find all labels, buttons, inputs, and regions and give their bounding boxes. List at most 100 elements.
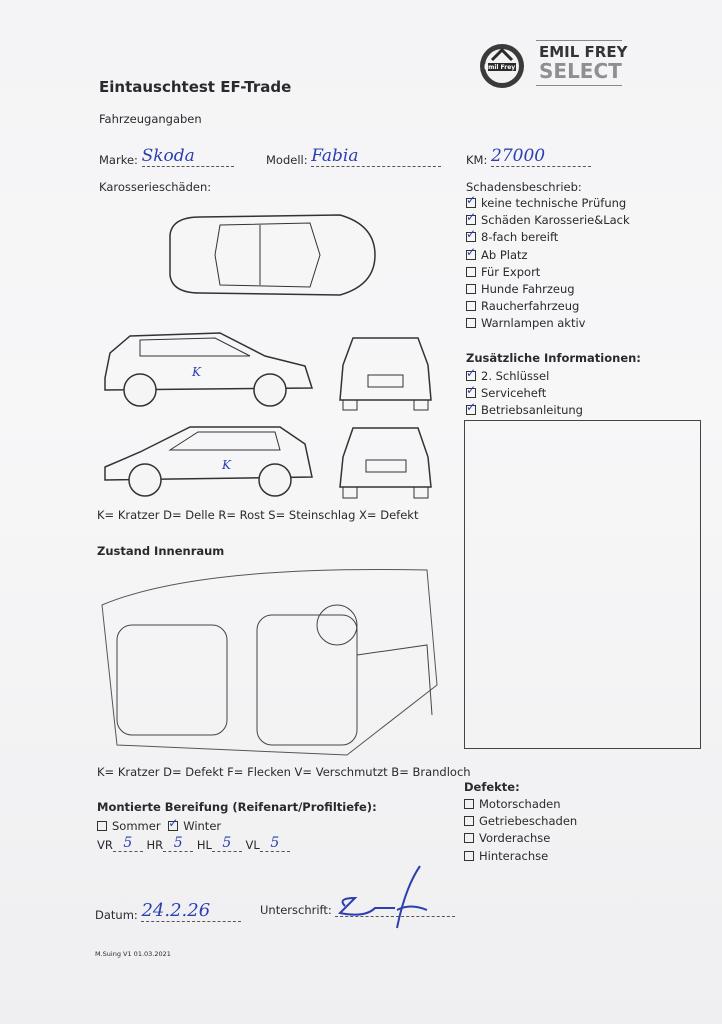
signature-label: Unterschrift: [260, 903, 332, 917]
checkbox-icon[interactable] [466, 301, 476, 312]
tire-label-vr: VR [97, 838, 113, 852]
tire-label-hr: HR [146, 838, 164, 852]
checkbox-label: Warnlampen aktiv [481, 316, 586, 331]
checkbox-icon[interactable] [464, 816, 474, 827]
checkbox-label: 8-fach bereift [481, 230, 559, 245]
checkbox-getriebeschaden[interactable]: Getriebeschaden [464, 814, 577, 831]
checkbox-serviceheft[interactable]: Serviceheft [466, 383, 583, 403]
checkbox-icon[interactable] [466, 400, 476, 416]
checkbox-icon[interactable] [466, 245, 476, 260]
car-rear-view-diagram[interactable] [333, 422, 438, 502]
checkbox-raucherfahrzeug[interactable]: Raucherfahrzeug [466, 299, 630, 316]
tire-label-hl: HL [196, 838, 212, 852]
checkbox-label: Hinterachse [479, 848, 549, 863]
notes-box[interactable] [464, 420, 701, 749]
emil-frey-seal-logo [480, 44, 524, 88]
tire-label-vl: VL [245, 838, 260, 852]
checkbox-icon[interactable] [464, 850, 474, 861]
body-damage-legend: K= Kratzer D= Delle R= Rost S= Steinschl… [97, 508, 419, 522]
checkbox-label: Schäden Karosserie&Lack [481, 213, 630, 228]
marke-field[interactable]: Marke: Skoda [99, 146, 234, 167]
modell-value[interactable]: Fabia [311, 146, 442, 167]
defects-list: Motorschaden Getriebeschaden Vorderachse… [464, 797, 577, 866]
additional-info-list: 2. Schlüssel Serviceheft Betriebsanleitu… [466, 366, 583, 421]
damage-mark-side-2: K [222, 458, 231, 472]
modell-label: Modell: [266, 153, 308, 167]
datum-label: Datum: [95, 908, 138, 922]
checkbox-label: Winter [183, 819, 222, 833]
checkbox-ab-platz[interactable]: Ab Platz [466, 245, 630, 265]
checkbox-icon[interactable] [466, 283, 476, 294]
car-interior-diagram[interactable] [97, 565, 442, 760]
checkbox-8-fach-bereift[interactable]: 8-fach bereift [466, 227, 630, 247]
defects-heading: Defekte: [464, 780, 520, 794]
checkbox-hunde-fahrzeug[interactable]: Hunde Fahrzeug [466, 282, 630, 299]
checkbox-label: Sommer [112, 819, 161, 833]
car-left-side-diagram[interactable] [100, 328, 320, 413]
checkbox-icon[interactable] [466, 366, 476, 381]
checkbox-label: Raucherfahrzeug [481, 299, 580, 314]
checkbox-icon[interactable] [466, 210, 476, 226]
checkbox-winter[interactable]: Winter [168, 816, 222, 833]
checkbox-label: Vorderachse [479, 831, 551, 846]
vehicle-heading: Fahrzeugangaben [99, 112, 202, 126]
checkbox-schaeden-karosserie[interactable]: Schäden Karosserie&Lack [466, 210, 630, 230]
checkbox-label: Hunde Fahrzeug [481, 281, 575, 296]
checkbox-icon[interactable] [466, 266, 476, 277]
brand-line-1: EMIL FREY [539, 43, 628, 61]
signature-field[interactable]: Unterschrift: [260, 903, 456, 917]
car-top-view-diagram[interactable] [160, 205, 380, 305]
checkbox-vorderachse[interactable]: Vorderachse [464, 831, 577, 848]
checkbox-label: Getriebeschaden [479, 814, 578, 829]
body-damage-heading: Karosserieschäden: [99, 180, 212, 194]
checkbox-label: Serviceheft [481, 386, 547, 401]
brand-line-2: SELECT [539, 59, 622, 83]
marke-label: Marke: [99, 153, 138, 167]
tire-value-hr[interactable]: 5 [163, 835, 194, 852]
interior-legend: K= Kratzer D= Defekt F= Flecken V= Versc… [97, 765, 471, 779]
damage-description-list: keine technische Prüfung Schäden Karosse… [466, 193, 630, 334]
checkbox-icon[interactable] [464, 833, 474, 844]
km-value[interactable]: 27000 [491, 146, 591, 167]
checkbox-icon[interactable] [168, 816, 178, 831]
checkbox-icon[interactable] [97, 821, 107, 831]
interior-heading: Zustand Innenraum [97, 544, 225, 558]
km-label: KM: [466, 153, 488, 167]
page-title: Eintauschtest EF-Trade [99, 78, 292, 96]
checkbox-icon[interactable] [466, 193, 476, 208]
checkbox-zweiter-schluessel[interactable]: 2. Schlüssel [466, 366, 583, 386]
checkbox-label: 2. Schlüssel [481, 369, 550, 383]
checkbox-icon[interactable] [466, 227, 476, 243]
checkbox-label: Motorschaden [479, 797, 561, 811]
car-front-view-diagram[interactable] [333, 330, 438, 412]
checkbox-icon[interactable] [466, 318, 476, 329]
signature-line[interactable] [335, 904, 456, 917]
checkbox-label: keine technische Prüfung [481, 196, 627, 210]
checkbox-motorschaden[interactable]: Motorschaden [464, 797, 577, 814]
checkbox-hinterachse[interactable]: Hinterachse [464, 849, 577, 866]
brand-logo: EMIL FREY SELECT [536, 40, 628, 86]
tires-heading: Montierte Bereifung (Reifenart/Profiltie… [97, 800, 377, 814]
form-version: M.Suing V1 01.03.2021 [95, 950, 171, 958]
checkbox-sommer[interactable]: Sommer [97, 819, 161, 833]
checkbox-warnlampen-aktiv[interactable]: Warnlampen aktiv [466, 316, 630, 333]
car-right-side-diagram[interactable] [100, 422, 320, 502]
checkbox-keine-technische-pruefung[interactable]: keine technische Prüfung [466, 193, 630, 213]
datum-value[interactable]: 24.2.26 [141, 900, 242, 922]
checkbox-icon[interactable] [464, 799, 474, 809]
tire-value-vl[interactable]: 5 [259, 835, 290, 852]
marke-value[interactable]: Skoda [141, 146, 234, 167]
damage-mark-side: K [192, 365, 201, 379]
checkbox-label: Betriebsanleitung [481, 403, 583, 418]
additional-info-heading: Zusätzliche Informationen: [466, 351, 641, 365]
datum-field[interactable]: Datum: 24.2.26 [95, 900, 242, 922]
km-field[interactable]: KM: 27000 [466, 146, 591, 167]
tire-value-vr[interactable]: 5 [112, 835, 143, 852]
modell-field[interactable]: Modell: Fabia [266, 146, 442, 167]
tire-value-hl[interactable]: 5 [211, 835, 242, 852]
checkbox-fuer-export[interactable]: Für Export [466, 265, 630, 282]
checkbox-icon[interactable] [466, 383, 476, 399]
checkbox-betriebsanleitung[interactable]: Betriebsanleitung [466, 400, 583, 420]
